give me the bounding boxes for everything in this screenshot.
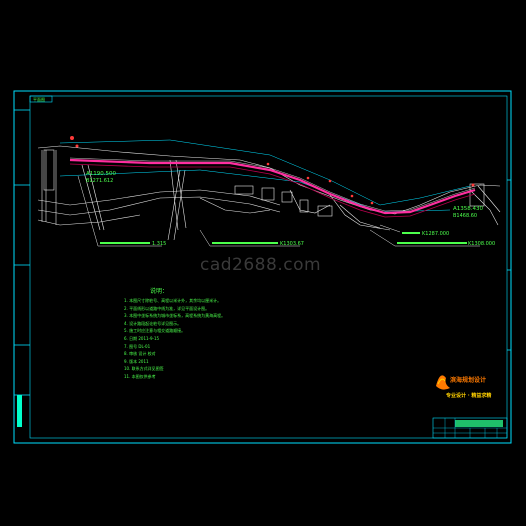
note-line: 5. 施工时应注意与相交道路顺接。 (124, 328, 186, 334)
note-line: 6. 日期 2011-9-15 (124, 335, 160, 341)
leader-lines (77, 175, 480, 247)
dim-right: K1308.000 (468, 241, 495, 247)
inner-frame (29, 95, 508, 439)
note-line: 10. 联系方式详见图签 (124, 366, 164, 372)
outer-frame (13, 90, 512, 444)
logo-slogan: 专业设计 · 精益求精 (446, 393, 492, 399)
structures (43, 149, 485, 217)
logo-name: 滨海规划设计 (450, 377, 487, 384)
left-station-sub: B1271.612 (86, 178, 113, 184)
sheet-tag: 平面图 (33, 96, 45, 102)
logo-icon (436, 375, 450, 390)
right-station-sub: B1468.60 (453, 213, 477, 219)
road-outlines (37, 145, 501, 241)
note-line: 8. 审核 设计 校对 (124, 351, 156, 357)
note-line: 3. 本图中坐标系统为城市坐标系，高程系统为黄海高程。 (124, 313, 226, 319)
note-line: 9. 版本 2011 (124, 358, 149, 364)
left-margin-ticks (14, 109, 30, 427)
sheet-tag-box (29, 95, 53, 103)
leader-text-bars (100, 232, 467, 244)
notes-list: 1. 本图尺寸除桩号、高程以米计外，其余均以厘米计。 2. 平面线形以道路中线为… (124, 297, 225, 381)
note-line: 7. 图号 DL-01 (124, 343, 151, 349)
note-line: 4. 设计路段起讫桩号详见图示。 (124, 320, 182, 326)
note-line: 1. 本图尺寸除桩号、高程以米计外，其余均以厘米计。 (124, 298, 222, 303)
right-margin-ticks (507, 179, 511, 351)
title-block (432, 417, 508, 439)
right-station: A1358.430 (453, 206, 484, 212)
left-station: A1190.500 (86, 171, 117, 177)
note-line: 2. 平面线形以道路中线为准，详见平面设计图。 (124, 305, 210, 311)
watermark: cad2688.com (200, 255, 322, 275)
guide-lines (59, 139, 471, 213)
route-markers (70, 136, 475, 205)
dim-mid: K1303.67 (280, 241, 304, 247)
dim-left: 1.315 (152, 241, 166, 247)
route-centerline (69, 157, 476, 218)
right-box-label: K1287.000 (422, 231, 449, 237)
notes-title: 说明： (150, 288, 169, 295)
note-line: 11. 本图仅供参考 (124, 373, 156, 379)
station-labels: A1190.500 B1271.612 A1358.430 B1468.60 K… (86, 171, 495, 247)
